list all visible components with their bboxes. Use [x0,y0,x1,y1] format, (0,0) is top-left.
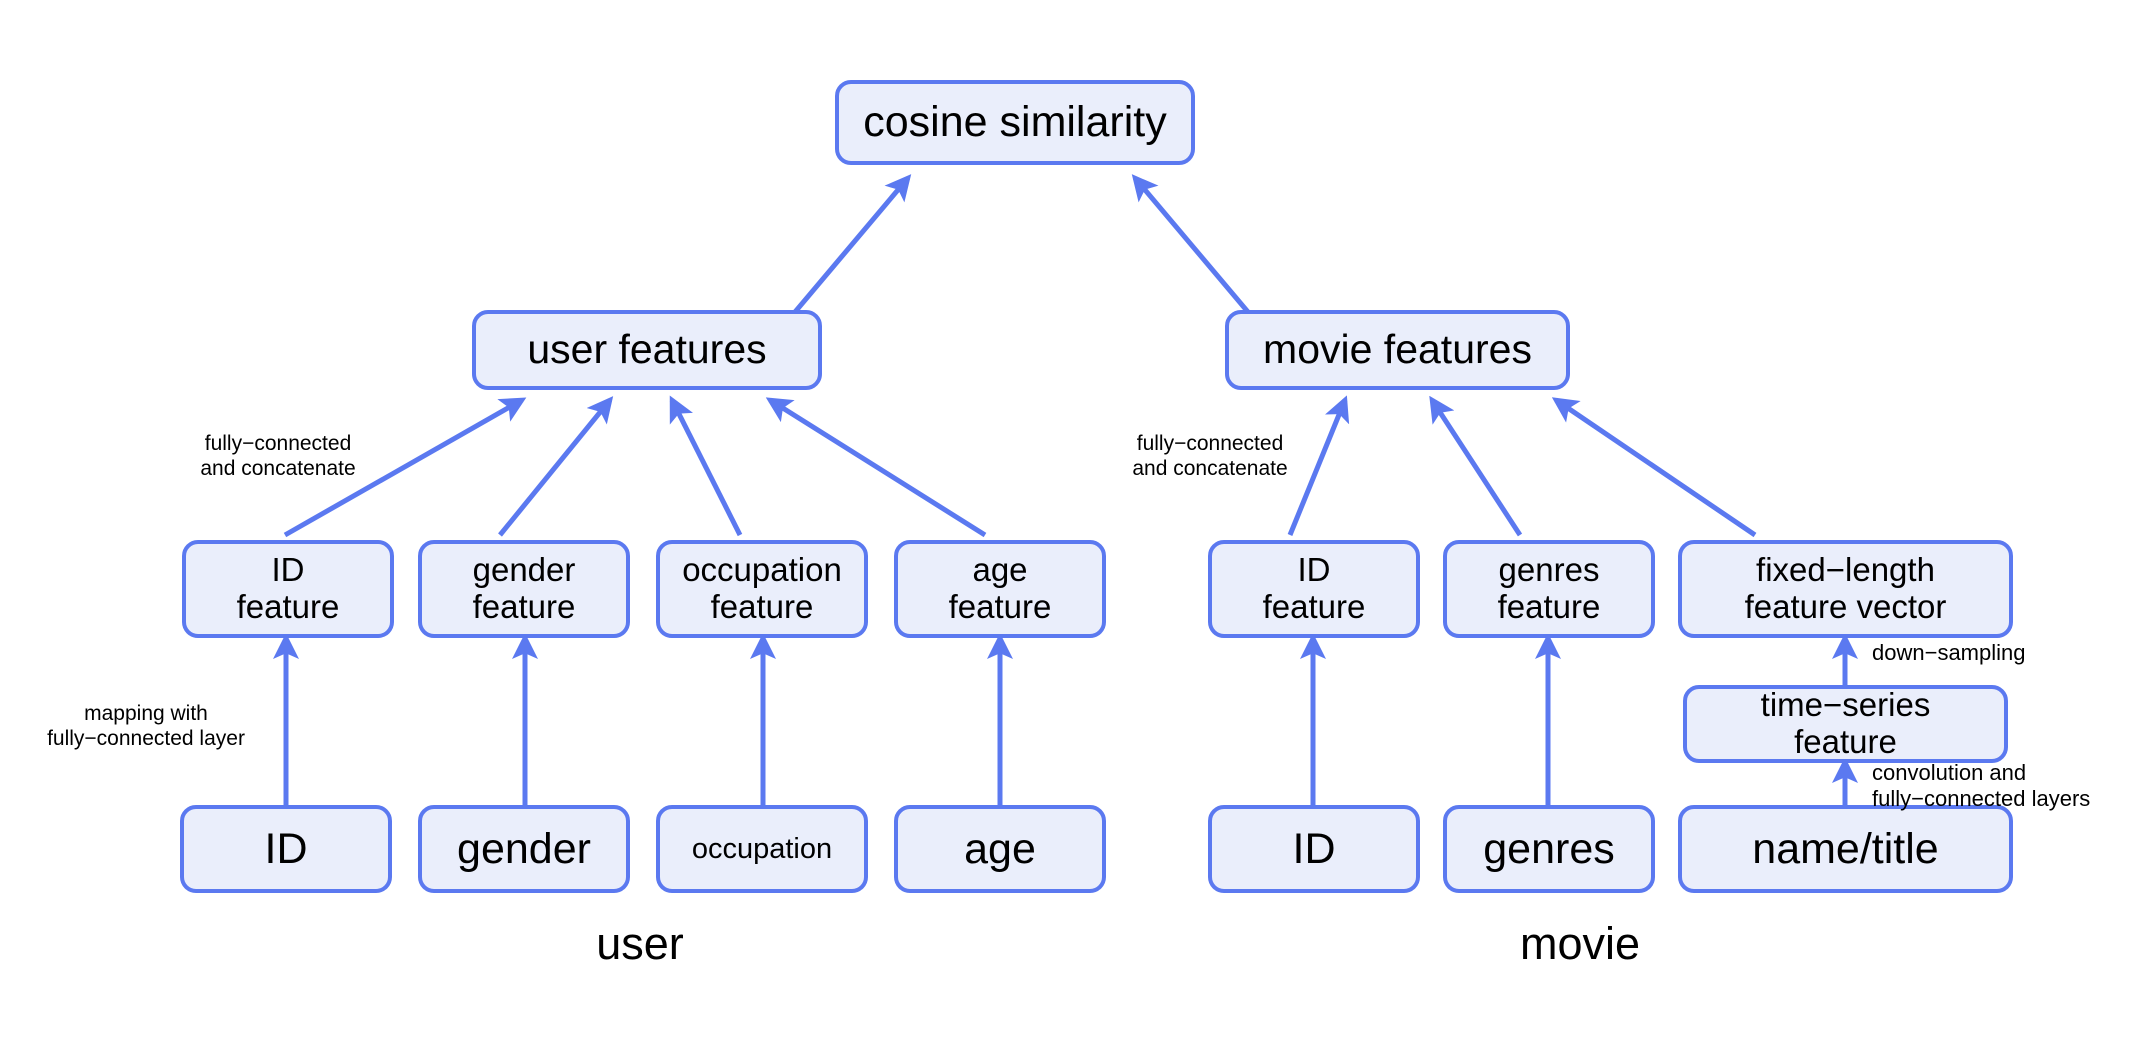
node-user-age-feature[interactable]: age feature [894,540,1106,638]
node-movie-id-feature-label: ID feature [1262,551,1366,625]
node-user-gender-feature[interactable]: gender feature [418,540,630,638]
node-user-input-gender-label: gender [457,824,591,873]
node-movie-id-feature[interactable]: ID feature [1208,540,1420,638]
node-movie-input-name-title[interactable]: name/title [1678,805,2013,893]
edge-movie-vector-to-features [1551,397,1757,538]
node-movie-fixed-length-feature-vector[interactable]: fixed−length feature vector [1678,540,2013,638]
annotation-mapping-fully-connected-layer: mapping with fully−connected layer [47,702,245,750]
node-user-features-label: user features [527,326,767,373]
node-user-input-age-label: age [964,824,1036,873]
edge-user-gender-to-features [498,396,614,537]
node-user-input-gender[interactable]: gender [418,805,630,893]
node-movie-input-genres-label: genres [1483,824,1615,873]
annotation-user-fully-connected-concatenate: fully−connected and concatenate [200,432,356,480]
node-user-input-occupation[interactable]: occupation [656,805,868,893]
node-cosine-similarity-label: cosine similarity [863,98,1167,147]
edge-movie-features-to-cosine [1131,174,1250,314]
node-movie-input-name-title-label: name/title [1752,824,1939,873]
node-user-occupation-feature-label: occupation feature [682,551,842,625]
group-label-user: user [596,918,684,969]
node-user-gender-feature-label: gender feature [472,551,576,625]
node-movie-genres-feature-label: genres feature [1497,551,1601,625]
node-movie-input-id-label: ID [1292,824,1336,873]
node-user-input-age[interactable]: age [894,805,1106,893]
node-movie-input-genres[interactable]: genres [1443,805,1655,893]
group-label-movie: movie [1519,918,1641,969]
node-user-age-feature-label: age feature [948,551,1052,625]
node-user-id-feature-label: ID feature [236,551,340,625]
annotation-movie-fully-connected-concatenate: fully−connected and concatenate [1132,432,1288,480]
node-movie-input-id[interactable]: ID [1208,805,1420,893]
node-time-series-feature-label: time−series feature [1760,686,1931,760]
node-movie-features[interactable]: movie features [1225,310,1570,390]
annotation-convolution-and-fully-connected-layers: convolution and fully−connected layers [1872,760,2091,811]
node-user-features[interactable]: user features [472,310,822,390]
edge-user-features-to-cosine [793,174,912,314]
node-user-id-feature[interactable]: ID feature [182,540,394,638]
node-user-input-occupation-label: occupation [691,832,833,865]
node-cosine-similarity[interactable]: cosine similarity [835,80,1195,165]
node-user-input-id[interactable]: ID [180,805,392,893]
annotation-down-sampling: down−sampling [1872,640,2026,665]
node-time-series-feature[interactable]: time−series feature [1683,685,2008,763]
edge-user-age-to-features [765,397,987,538]
node-movie-features-label: movie features [1263,326,1532,373]
node-movie-genres-feature[interactable]: genres feature [1443,540,1655,638]
node-user-occupation-feature[interactable]: occupation feature [656,540,868,638]
node-user-input-id-label: ID [264,824,308,873]
edge-movie-genres-to-features [1429,395,1523,537]
node-movie-fixed-length-feature-vector-label: fixed−length feature vector [1744,551,1947,625]
edge-user-occupation-to-features [669,395,743,537]
